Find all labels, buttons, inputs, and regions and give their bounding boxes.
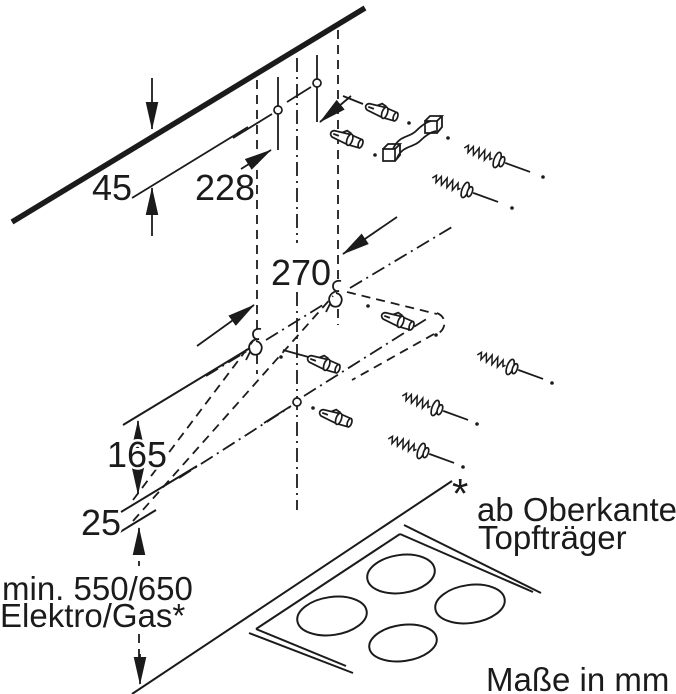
footnote-line2: Topfträger	[478, 519, 627, 556]
wall-anchor-icon	[362, 97, 402, 124]
hood-outline-dashed-right	[132, 295, 334, 522]
burner	[296, 595, 368, 637]
cooktop-outer-edge-bottomleft	[248, 632, 354, 674]
reference-line-45	[131, 126, 249, 199]
axis-dots	[279, 121, 554, 469]
screw-icon	[473, 346, 547, 388]
hook-axis-middle	[265, 302, 327, 341]
wall-anchor-icon	[327, 124, 367, 151]
cooktop-outer-edge-topright	[403, 524, 542, 594]
burner	[368, 623, 438, 663]
cooktop-inner-edge-topleft	[255, 533, 401, 630]
hood-bottom-edge	[119, 509, 157, 533]
cooktop-inner-edge-bottomleft	[255, 628, 347, 667]
wall-anchor-icon	[304, 349, 344, 376]
screw-icon	[398, 387, 472, 429]
anchor-leader	[342, 95, 364, 105]
hood-middle-edge	[120, 465, 198, 513]
clearance-label-line2: Elektro/Gas*	[0, 597, 185, 634]
hole-leader-2	[286, 86, 312, 103]
cooktop-outer-edge-topleft	[131, 480, 453, 694]
wall-anchor-icon	[378, 306, 418, 333]
screw-icon	[384, 430, 458, 472]
dimension-270-label: 270	[271, 252, 331, 293]
mount-plane-side-dashed	[351, 333, 435, 381]
hook-axis-right	[349, 226, 453, 289]
mount-plane-top-dashed	[346, 291, 438, 315]
hood-top-edge	[122, 347, 251, 426]
clearance-dimension-line	[132, 527, 147, 685]
cooktop-inner-edge-topright	[399, 533, 534, 593]
hood-outline-dashed-left	[132, 340, 254, 501]
hole-leader-1	[232, 113, 273, 139]
hole-leader-3	[263, 405, 292, 424]
dimension-25-label: 25	[81, 502, 121, 543]
mount-plane-corner	[434, 312, 446, 335]
drill-hole-upper-right	[312, 78, 322, 88]
footnote-marker: *	[452, 470, 468, 517]
mounting-bracket-icon	[382, 115, 445, 162]
dimension-270-arrows	[196, 216, 398, 347]
dimension-45-label: 45	[92, 167, 132, 208]
footnote-line1: ab Oberkante	[477, 491, 676, 528]
dimension-228-arrows	[240, 95, 352, 170]
dimension-165-label: 165	[107, 434, 167, 475]
wall-anchor-icon	[316, 403, 356, 430]
screw-icon	[460, 139, 534, 181]
drill-hole-center	[292, 397, 302, 407]
clearance-label-line1: min. 550/650	[2, 570, 193, 607]
screw-icon	[428, 169, 502, 211]
ceiling-line	[10, 5, 367, 225]
burner	[366, 553, 436, 595]
drill-hole-upper-left	[273, 105, 283, 115]
hook-leader	[282, 349, 313, 359]
cooktop	[131, 480, 542, 694]
units-label: Maße in mm	[486, 661, 669, 694]
hook-axis-left	[205, 350, 248, 377]
dimension-228-label: 228	[195, 167, 255, 208]
burner	[434, 583, 506, 625]
hanging-hook-icon	[245, 327, 263, 361]
